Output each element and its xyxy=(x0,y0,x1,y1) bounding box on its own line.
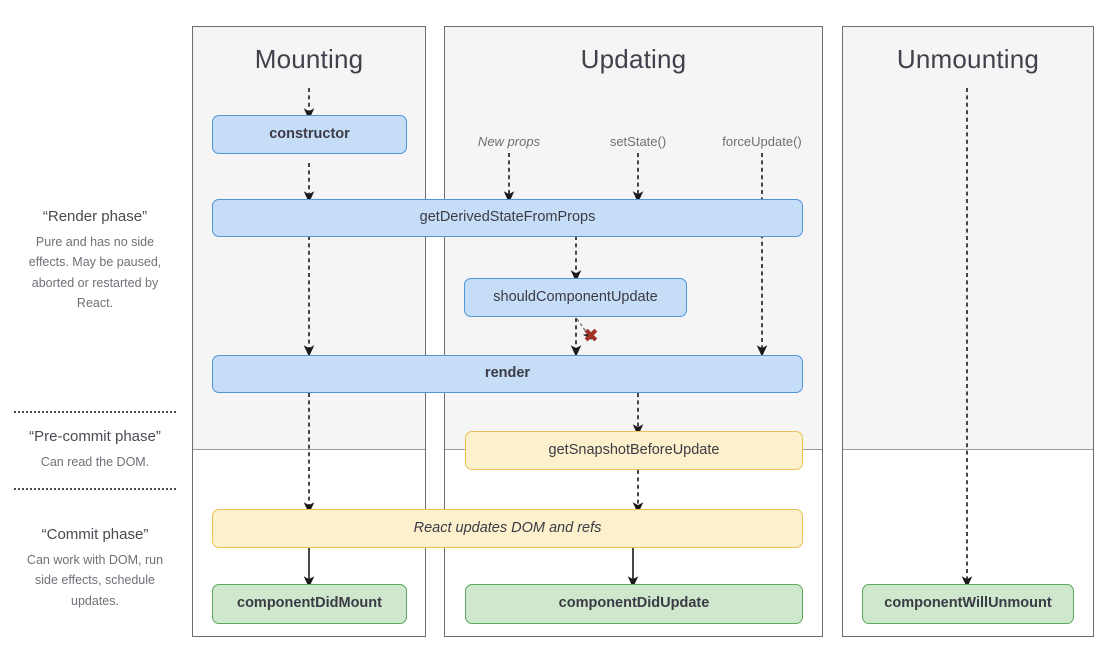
box-component-did-mount[interactable]: componentDidMount xyxy=(212,584,407,624)
phase-pre-commit-title: “Pre-commit phase” xyxy=(29,428,161,445)
phase-commit-description: Can work with DOM, run side effects, sch… xyxy=(26,553,164,608)
box-render[interactable]: render xyxy=(212,355,803,393)
box-constructor[interactable]: constructor xyxy=(212,115,407,154)
column-unmounting: Unmounting xyxy=(842,26,1094,637)
phase-pre-commit-description: Can read the DOM. xyxy=(40,455,150,469)
phase-render: “Render phase” Pure and has no side effe… xyxy=(0,208,190,313)
phase-commit-title: “Commit phase” xyxy=(41,526,149,543)
phase-commit: “Commit phase” Can work with DOM, run si… xyxy=(0,526,190,611)
trigger-new-props: New props xyxy=(477,134,541,149)
box-component-did-update[interactable]: componentDidUpdate xyxy=(465,584,803,624)
phase-pre-commit: “Pre-commit phase” Can read the DOM. xyxy=(0,428,190,472)
trigger-force-update: forceUpdate() xyxy=(722,134,802,149)
box-react-updates-dom-and-refs[interactable]: React updates DOM and refs xyxy=(212,509,803,548)
divider-precommit-commit xyxy=(14,488,176,490)
skip-render-x-icon: ✖ xyxy=(583,325,599,347)
box-get-snapshot-before-update[interactable]: getSnapshotBeforeUpdate xyxy=(465,431,803,470)
phase-render-description: Pure and has no side effects. May be pau… xyxy=(28,235,162,310)
box-should-component-update[interactable]: shouldComponentUpdate xyxy=(464,278,687,317)
divider-render-precommit xyxy=(14,411,176,413)
arrow-scu-false-branch xyxy=(576,318,592,340)
box-get-derived-state-from-props[interactable]: getDerivedStateFromProps xyxy=(212,199,803,237)
column-mounting-title: Mounting xyxy=(254,44,364,74)
column-unmounting-render-region xyxy=(843,27,1093,450)
phase-render-title: “Render phase” xyxy=(42,208,148,225)
column-updating-title: Updating xyxy=(580,44,687,74)
box-component-will-unmount[interactable]: componentWillUnmount xyxy=(862,584,1074,624)
column-unmounting-title: Unmounting xyxy=(896,44,1040,74)
trigger-set-state: setState() xyxy=(609,134,667,149)
